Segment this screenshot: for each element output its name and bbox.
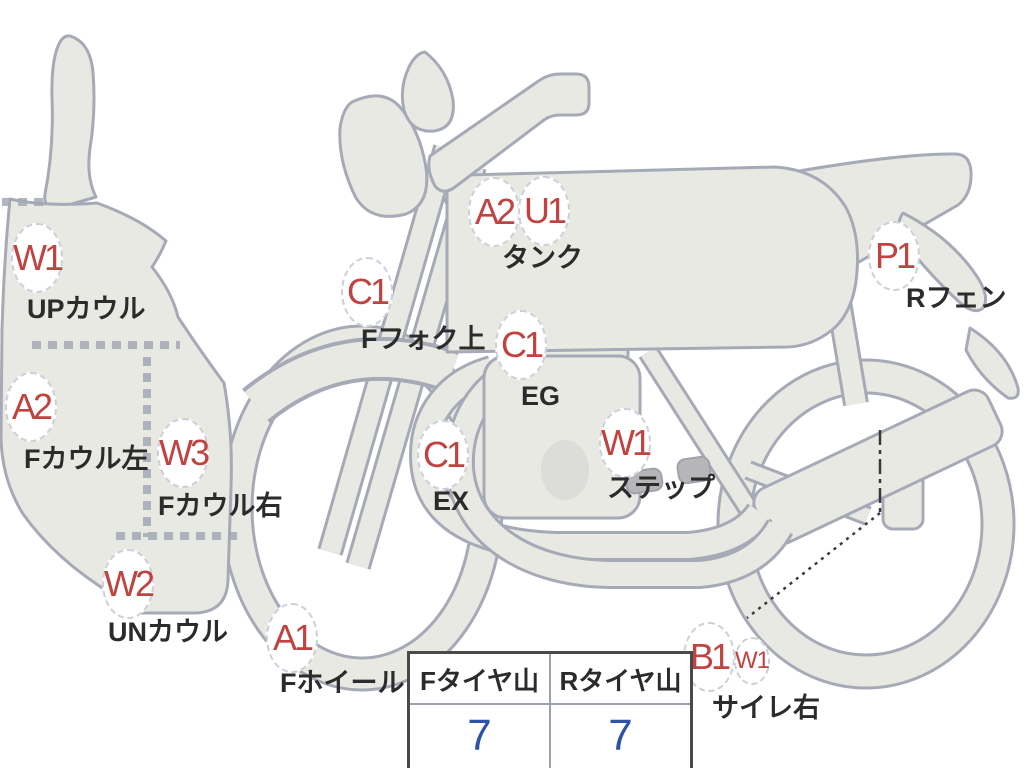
exhaust-pipes (409, 355, 794, 589)
badge-front-fork-upper: C1 (341, 257, 393, 327)
badge-rear-fender: P1 (868, 221, 920, 291)
badge-tank-2: U1 (518, 176, 570, 246)
badge-engine: C1 (495, 310, 547, 380)
tire-tread-header-front: Fタイヤ山 (410, 654, 551, 705)
front-cowl (0, 197, 233, 615)
handlebar (427, 72, 591, 193)
label-front-fork-upper: Fフォク上 (361, 324, 486, 354)
label-f-cowl-left: Fカウル左 (24, 444, 149, 474)
badge-f-cowl-right: W3 (157, 418, 210, 488)
cowl-panel-split-lines (2, 198, 238, 540)
badge-exhaust: C1 (417, 420, 469, 490)
label-step: ステップ (607, 473, 715, 503)
tire-tread-value-front: 7 (410, 705, 551, 768)
badge-front-wheel: A1 (266, 603, 318, 673)
tire-tread-table: Fタイヤ山 Rタイヤ山 7 7 (407, 651, 693, 768)
label-rear-fender: Rフェン (906, 283, 1007, 313)
engine-crankcase (541, 440, 589, 500)
label-tank: タンク (502, 243, 583, 273)
badge-up-cowl: W1 (11, 223, 64, 293)
front-fender (242, 336, 460, 424)
tire-tread-value-rear: 7 (608, 711, 633, 760)
tire-tread-header-rear: Rタイヤ山 (551, 654, 690, 705)
label-under-cowl: UNカウル (108, 617, 228, 647)
tire-tread-value-row: 7 7 (410, 705, 690, 768)
rear-grab-blade (964, 326, 1020, 400)
mirror (400, 50, 455, 133)
tire-tread-header-row: Fタイヤ山 Rタイヤ山 (410, 654, 690, 705)
headlight-cluster (338, 94, 429, 218)
label-silencer-right: サイレ右 (712, 693, 820, 723)
label-exhaust: EX (433, 486, 470, 516)
badge-f-cowl-left: A2 (5, 372, 57, 442)
label-engine: EG (521, 381, 561, 411)
windscreen (43, 34, 98, 210)
badge-silencer-right-2: W1 (734, 637, 770, 685)
label-front-wheel: Fホイール (280, 668, 405, 698)
badge-under-cowl: W2 (102, 549, 155, 619)
foot-pegs (624, 455, 712, 495)
badge-tank-1: A2 (468, 177, 520, 247)
silencer-callout-lines (746, 430, 882, 619)
label-up-cowl: UPカウル (27, 294, 146, 324)
label-f-cowl-right: Fカウル右 (158, 491, 283, 521)
badge-step: W1 (599, 408, 652, 478)
